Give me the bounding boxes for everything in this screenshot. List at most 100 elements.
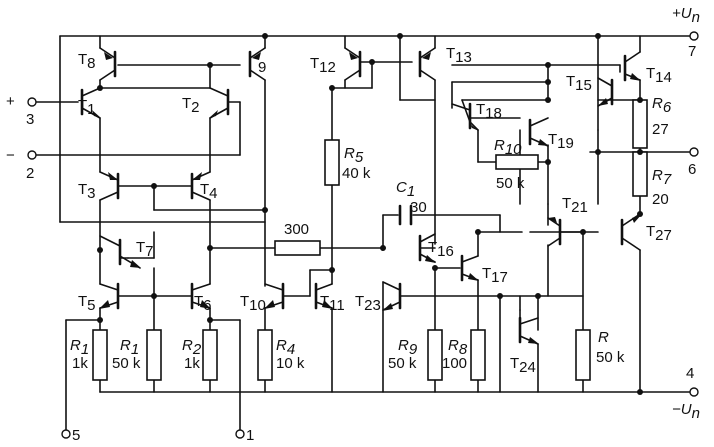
resistor-R6 [632,99,648,149]
label-T4: T4 [200,181,218,202]
label-T27: T27 [646,223,672,244]
terminals [27,31,699,439]
resistor-R [575,329,591,381]
label-out-pin: 6 [688,161,696,178]
label-C1-name: C1 [396,179,415,200]
resistor-R1a [92,329,108,381]
terminal-6 [689,147,699,157]
label-in-plus-symbol: + [6,93,15,110]
transistor-T3 [99,171,120,201]
transistor-T4 [190,171,211,201]
label-T19: T19 [548,131,574,152]
label-T5: T5 [78,293,96,314]
resistor-R4 [257,329,273,381]
transistor-T23 [382,281,402,311]
output-wiring [451,35,691,393]
label-R9-name: R9 [398,337,418,358]
resistor-labels: R1 1k R1 50 k R2 1k R4 10 k R5 40 k 300 … [70,95,672,372]
capacitor-C1 [398,204,413,226]
label-in-minus-pin: 2 [26,165,34,182]
label-T11: T11 [320,293,345,314]
label-T10: T10 [240,293,266,314]
label-R9-value: 50 k [388,355,417,372]
transistor-T24 [518,309,539,345]
transistor-T7 [99,235,141,269]
label-supply-pos: +Un [672,5,700,26]
label-T7: T7 [136,239,154,260]
label-T18: T18 [476,101,502,122]
transistor-T8 [99,47,117,81]
label-supply-neg: −Un [672,401,700,422]
label-in-plus-pin: 3 [26,111,34,128]
transistor-T11 [314,282,333,310]
resistor-R300 [274,240,321,256]
label-supply-pos-pin: 7 [688,43,696,60]
junctions [97,33,643,395]
resistor-R7 [632,151,648,197]
terminal-4 [689,387,699,397]
label-R8-name: R8 [448,337,468,358]
transistor-T6 [190,282,211,310]
transistor-T18 [451,99,479,131]
terminal-labels: + 3 − 2 +Un 7 6 4 −Un 5 1 [6,5,700,444]
transistor-T15 [597,77,614,107]
transistor-T16 [418,233,436,263]
label-T23: T23 [355,293,381,314]
label-R6-value: 27 [652,121,669,138]
label-R8-value: 100 [442,355,467,372]
transistor-T12 [344,47,362,81]
resistor-R1b [146,329,162,381]
label-R6-name: R6 [652,95,672,116]
rails [59,35,691,393]
label-T2: T2 [182,95,200,116]
resistor-R9 [427,329,443,381]
resistor-R2 [202,329,218,381]
label-R7-value: 20 [652,191,669,208]
transistor-T10 [264,282,285,310]
label-R2-value: 1k [184,355,200,372]
label-R5-value: 40 k [342,165,371,182]
capacitor-labels: C1 30 [396,179,427,216]
terminal-5 [61,429,71,439]
label-T9: 9 [258,59,266,76]
label-R1a-name: R1 [70,337,89,358]
label-R4-value: 10 k [276,355,305,372]
label-R1b-value: 50 k [112,355,141,372]
label-T24: T24 [510,355,536,376]
terminal-2 [27,150,37,160]
terminal-3 [27,97,37,107]
transistor-T9 [248,47,266,81]
label-R300-value: 300 [284,221,309,238]
label-T3: T3 [78,181,96,202]
terminal-7 [689,31,699,41]
resistor-R5 [324,139,340,186]
label-R7-name: R7 [652,167,672,188]
label-R10-name: R10 [494,137,522,158]
label-supply-neg-pin: 4 [686,365,694,382]
transistor-T21 [547,217,562,247]
label-T8: T8 [78,51,96,72]
middle-wiring [264,35,621,393]
transistor-T27 [620,213,642,251]
label-R10-value: 50 k [496,175,525,192]
label-R4-name: R4 [276,337,295,358]
label-R1b-name: R1 [120,337,139,358]
transistor-T13 [418,47,436,81]
label-R2-name: R2 [182,337,202,358]
transistor-T2 [209,87,230,119]
label-T12: T12 [310,55,336,76]
label-T13: T13 [446,45,472,66]
transistor-T1 [80,87,101,119]
label-C1-value: 30 [410,199,427,216]
label-T21: T21 [562,195,588,216]
label-T17: T17 [482,265,508,286]
label-in-minus-symbol: − [6,147,15,164]
transistor-T5 [99,282,120,310]
label-offset-a-pin: 5 [72,427,80,444]
label-T6: T6 [194,293,212,314]
label-R-name: R [598,329,609,346]
label-T16: T16 [428,239,454,260]
label-offset-b-pin: 1 [246,427,254,444]
label-R-value: 50 k [596,349,625,366]
